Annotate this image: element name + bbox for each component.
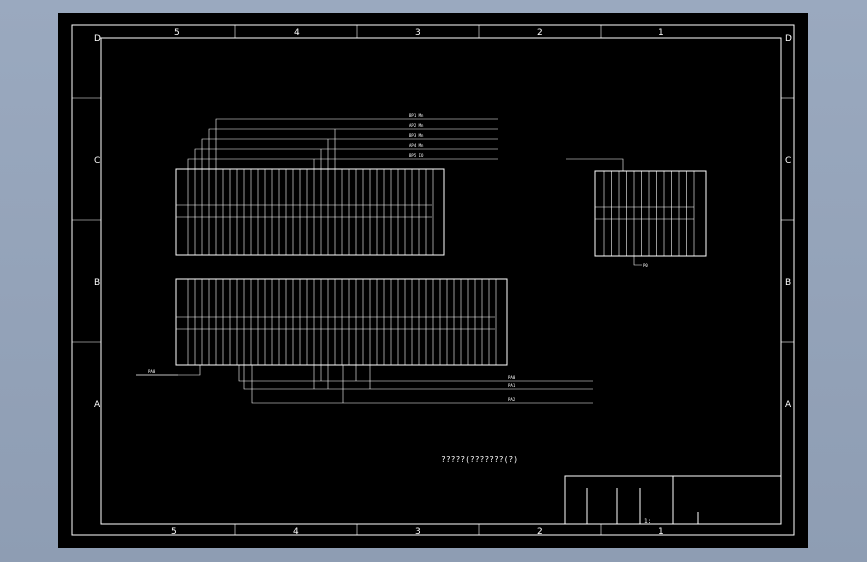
title-block xyxy=(564,475,782,525)
zone-col-5-top: 5 xyxy=(174,28,180,38)
zone-col-2-top: 2 xyxy=(537,28,543,38)
bus-label-top-2: AP2 Mn xyxy=(409,123,424,128)
zone-col-1-bottom: 1 xyxy=(658,527,664,537)
title-block-scale: 1: xyxy=(644,518,651,525)
bus-label-top-5: BP5 IO xyxy=(409,153,424,158)
outer-border xyxy=(71,24,795,536)
zone-col-4-bottom: 4 xyxy=(293,527,299,537)
connector-block-3 xyxy=(594,170,707,257)
zone-row-c-left: C xyxy=(94,156,100,166)
bus-label-top-4: AP4 Mn xyxy=(409,143,424,148)
inner-border xyxy=(100,37,782,525)
bottom-bus-wires xyxy=(136,365,593,404)
top-bus-wires xyxy=(187,118,498,169)
zone-ticks xyxy=(72,25,794,535)
zone-row-c-right: C xyxy=(785,156,791,166)
zone-row-b-left: B xyxy=(94,278,100,288)
bus-label-bottom-2: PA1 xyxy=(508,383,516,388)
block3-port-label: P0 xyxy=(643,263,648,268)
zone-row-a-right: A xyxy=(785,400,792,410)
drawing-note: ?????(???????(?) xyxy=(441,455,518,464)
zone-col-5-bottom: 5 xyxy=(171,527,177,537)
drawing-sheet: 5 4 3 2 1 5 4 3 2 1 D C B A D C B A xyxy=(58,13,808,548)
zone-col-3-bottom: 3 xyxy=(415,527,421,537)
connector-block-1 xyxy=(175,168,445,256)
block3-wires xyxy=(566,158,642,266)
schematic-drawing: 5 4 3 2 1 5 4 3 2 1 D C B A D C B A xyxy=(71,24,795,537)
zone-row-d-left: D xyxy=(94,34,101,44)
connector-block-2 xyxy=(175,278,508,366)
zone-row-b-right: B xyxy=(785,278,791,288)
port-left-label: PA0 xyxy=(148,369,156,374)
bus-label-top-1: BP1 Mn xyxy=(409,113,424,118)
bus-label-top-3: BP3 Mn xyxy=(409,133,424,138)
zone-col-4-top: 4 xyxy=(294,28,300,38)
zone-row-d-right: D xyxy=(785,34,792,44)
zone-col-1-top: 1 xyxy=(658,28,664,38)
zone-col-2-bottom: 2 xyxy=(537,527,543,537)
bus-label-bottom-3: PA2 xyxy=(508,397,516,402)
bus-label-bottom-1: PA0 xyxy=(508,375,516,380)
zone-row-a-left: A xyxy=(94,400,101,410)
zone-col-3-top: 3 xyxy=(415,28,421,38)
